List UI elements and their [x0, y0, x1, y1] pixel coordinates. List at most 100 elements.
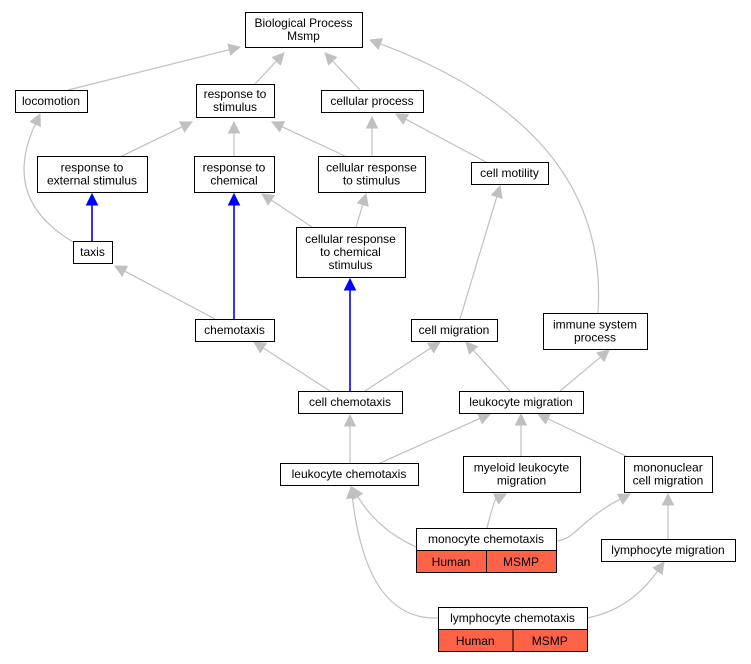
arrowhead-icon	[465, 341, 479, 355]
term-label: response to	[204, 87, 267, 101]
arrowhead-icon	[356, 192, 369, 207]
edge-cell-chemotaxis-to-chemotaxis	[253, 341, 331, 392]
edge-myeloid-leukocyte-migration-to-leukocyte-migration	[514, 412, 528, 456]
term-label: Biological Process	[254, 16, 352, 30]
term-node-cell-motility[interactable]: cell motility	[471, 162, 549, 185]
arrowhead-icon	[29, 112, 41, 128]
annotation-tag	[486, 550, 557, 573]
edge-cellular-response-to-stimulus-to-cellular-process	[365, 115, 379, 156]
edge-chemotaxis-to-response-to-chemical	[227, 192, 241, 319]
edge-monocyte-chemotaxis-to-mononuclear-cell-migration	[555, 493, 631, 542]
arrowhead-icon	[324, 52, 338, 66]
edge-response-to-external-stimulus-to-response-to-stimulus	[121, 121, 194, 157]
term-label: stimulus	[328, 258, 372, 272]
term-label: immune system	[553, 318, 637, 332]
arrowhead-icon	[346, 485, 359, 500]
arrowhead-icon	[426, 341, 441, 354]
term-label: cell migration	[419, 323, 490, 337]
edge-lymphocyte-chemotaxis-to-lymphocyte-migration	[586, 561, 665, 619]
term-label: process	[574, 331, 616, 345]
arrowhead-icon	[596, 349, 610, 363]
arrowhead-icon	[253, 341, 268, 354]
annotation-label: MSMP	[532, 634, 568, 648]
edge-monocyte-chemotaxis-to-leukocyte-chemotaxis	[351, 486, 417, 548]
term-label: external stimulus	[47, 174, 137, 188]
edge-chemotaxis-to-taxis	[114, 265, 216, 320]
term-label: monocyte chemotaxis	[428, 532, 544, 546]
arrowhead-icon	[536, 413, 552, 425]
arrowhead-icon	[85, 192, 99, 206]
edge-lymphocyte-chemotaxis-to-leukocyte-chemotaxis	[346, 485, 439, 619]
edge-leukocyte-migration-to-cell-migration	[465, 341, 511, 392]
arrowhead-icon	[652, 561, 665, 576]
arrowhead-icon	[343, 413, 357, 427]
term-label: lymphocyte migration	[611, 543, 724, 557]
arrowhead-icon	[395, 113, 410, 125]
edge-cellular-process-to-biological-process	[324, 52, 361, 91]
edge-locomotion-to-biological-process	[67, 43, 242, 91]
annotation-label: Human	[432, 555, 471, 569]
edge-cellular-response-to-chemical-stimulus-to-response-to-chemical	[261, 193, 313, 228]
term-node-leukocyte-migration[interactable]: leukocyte migration	[459, 391, 584, 414]
arrowhead-icon	[261, 193, 276, 206]
edge-monocyte-chemotaxis-to-myeloid-leukocyte-migration	[486, 493, 508, 529]
term-label: leukocyte migration	[469, 395, 572, 409]
term-label: migration	[497, 474, 546, 488]
edge-cell-chemotaxis-to-cell-migration	[364, 341, 441, 392]
term-node-leukocyte-chemotaxis[interactable]: leukocyte chemotaxis	[280, 463, 419, 486]
edge-lymphocyte-migration-to-mononuclear-cell-migration	[661, 492, 675, 539]
arrowhead-icon	[490, 184, 503, 199]
term-node-lymphocyte-migration[interactable]: lymphocyte migration	[601, 539, 736, 562]
edge-cell-motility-to-cellular-process	[395, 113, 487, 163]
edge-leukocyte-chemotaxis-to-cell-chemotaxis	[343, 413, 357, 463]
arrowhead-icon	[476, 412, 492, 425]
term-label: cell migration	[633, 474, 704, 488]
term-label: taxis	[80, 245, 105, 259]
edge-leukocyte-chemotaxis-to-leukocyte-migration	[379, 412, 492, 464]
arrowhead-icon	[616, 493, 631, 505]
edge-cellular-response-to-stimulus-to-response-to-stimulus	[270, 121, 346, 157]
edge-mononuclear-cell-migration-to-leukocyte-migration	[536, 413, 631, 459]
term-label: lymphocyte chemotaxis	[450, 611, 575, 625]
arrowhead-icon	[114, 265, 129, 277]
edge-layer	[23, 38, 675, 619]
arrowhead-icon	[514, 412, 528, 426]
term-node-cell-migration[interactable]: cell migration	[411, 319, 498, 342]
term-node-taxis[interactable]: taxis	[73, 241, 113, 264]
edge-leukocyte-migration-to-immune-system-process	[559, 349, 610, 392]
term-node-chemotaxis[interactable]: chemotaxis	[195, 319, 275, 342]
term-node-locomotion[interactable]: locomotion	[15, 90, 88, 113]
term-label: leukocyte chemotaxis	[292, 467, 407, 481]
term-label: cellular response	[305, 232, 396, 246]
arrowhead-icon	[178, 121, 194, 133]
arrowhead-icon	[492, 493, 508, 505]
term-node-cell-chemotaxis[interactable]: cell chemotaxis	[298, 391, 403, 414]
arrowhead-icon	[343, 277, 357, 291]
term-label: to chemical	[320, 245, 381, 259]
edge-taxis-to-locomotion	[23, 112, 76, 244]
edge-cell-migration-to-cell-motility	[459, 184, 503, 320]
edge-taxis-to-response-to-external-stimulus	[85, 192, 99, 241]
term-label: chemotaxis	[204, 323, 265, 337]
arrowhead-icon	[227, 120, 241, 134]
arrowhead-icon	[227, 192, 241, 206]
arrowhead-icon	[270, 121, 286, 133]
term-label: myeloid leukocyte	[474, 461, 570, 475]
term-label: chemical	[210, 174, 257, 188]
term-node-cellular-process[interactable]: cellular process	[321, 90, 424, 113]
arrowhead-icon	[227, 43, 242, 56]
term-label: response to	[61, 161, 124, 175]
arrowhead-icon	[365, 115, 379, 129]
